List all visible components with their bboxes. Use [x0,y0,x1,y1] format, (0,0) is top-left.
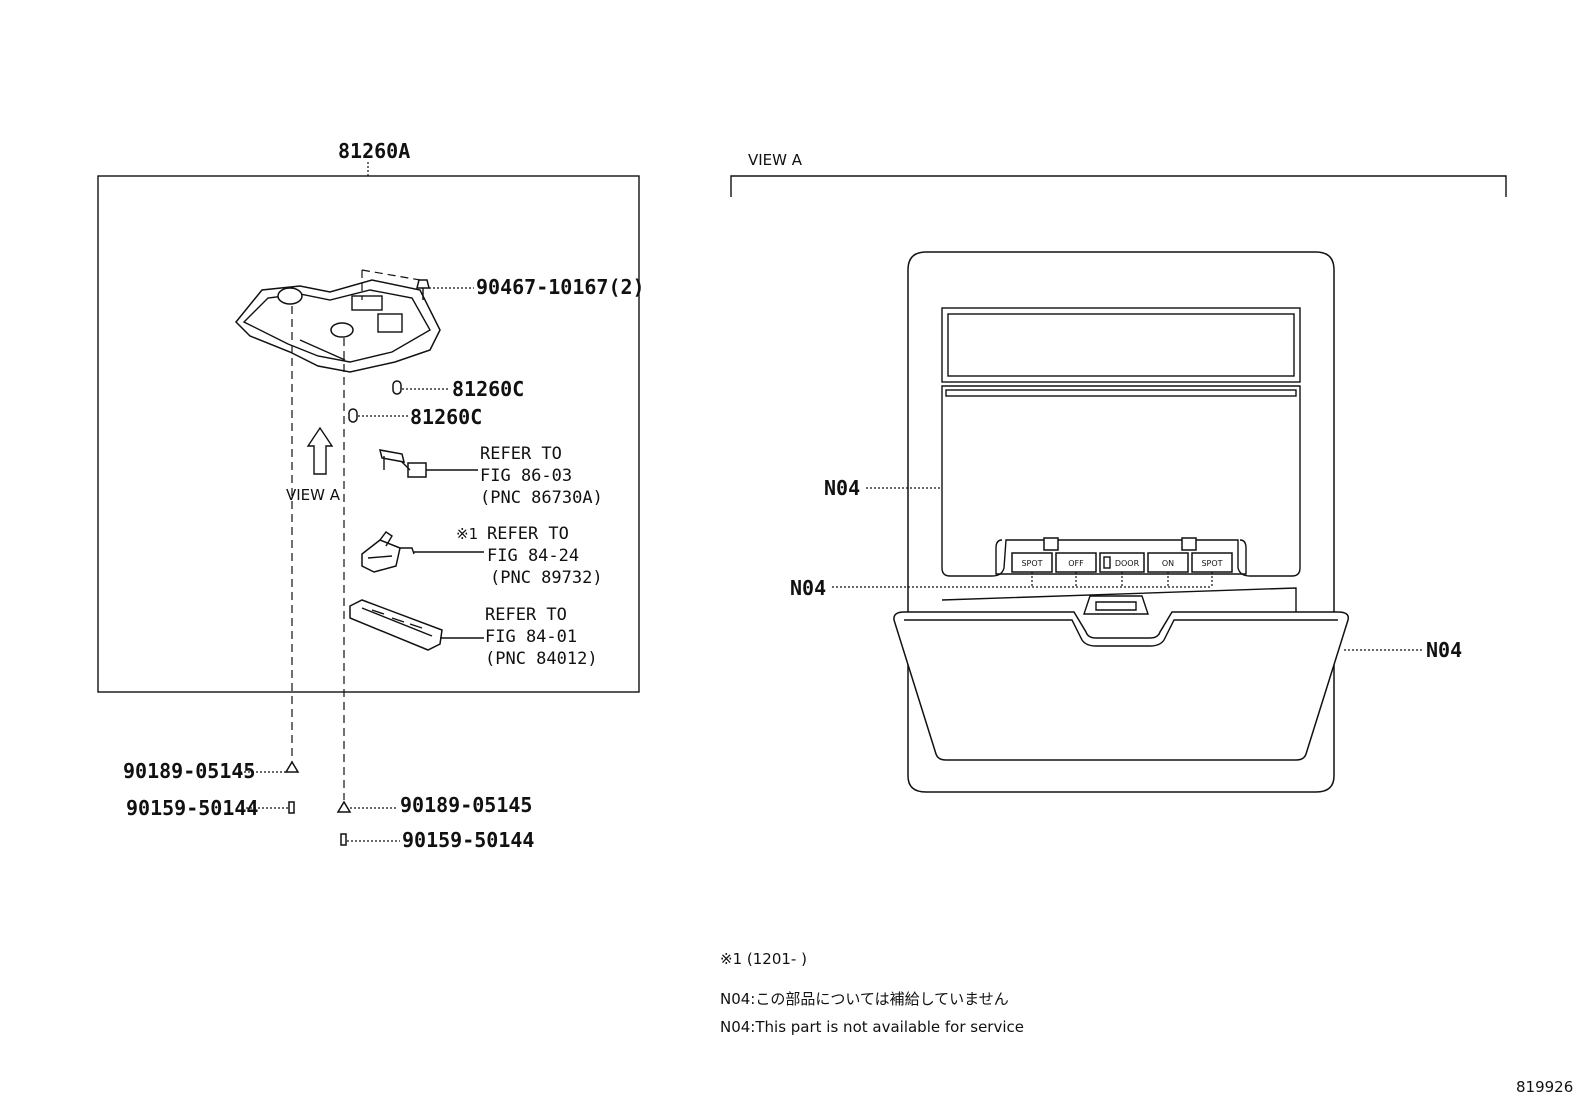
svg-text:DOOR: DOOR [1115,559,1140,568]
ref-3-line3: (PNC 84012) [485,649,598,669]
label-screw-top: 90467-10167(2) [476,275,645,299]
view-a-bracket [730,175,1507,197]
ref-1-line3: (PNC 86730A) [480,488,603,508]
button-spot-left: SPOT [1011,552,1053,573]
label-clip-right: 90189-05145 [400,793,532,817]
ref-1-line2: FIG 86-03 [480,466,572,486]
clip-left-drawing [284,760,300,773]
bulb-2-drawing [348,408,358,423]
svg-text:SPOT: SPOT [1021,559,1042,568]
svg-text:OFF: OFF [1068,559,1084,568]
view-a-title: VIEW A [748,151,803,169]
ref-2-line3: (PNC 89732) [490,568,603,588]
console-drawing [893,251,1350,793]
note-english: N04:This part is not available for servi… [720,1018,1024,1036]
callout-n04-buttons: N04 [790,576,826,600]
label-screw-left: 90159-50144 [126,796,258,820]
label-view-arrow: VIEW A [286,486,341,504]
ref-2-mark: ※1 [456,525,478,543]
clip-right-drawing [336,800,352,813]
svg-text:SPOT: SPOT [1201,559,1222,568]
ref-2-line2: FIG 84-24 [487,546,579,566]
button-leader-ticks [1031,572,1213,587]
view-arrow-icon [306,426,334,475]
note-footnote: ※1 (1201- ) [720,950,807,968]
label-screw-right: 90159-50144 [402,828,534,852]
button-off: OFF [1055,552,1097,573]
indicator-left-icon [1043,537,1059,551]
map-lamp-housing-drawing [234,269,441,373]
screw-right-drawing [340,833,347,846]
callout-n04-lid: N04 [1426,638,1462,662]
ref-2-line1: REFER TO [487,524,569,544]
callout-n04-panel: N04 [824,476,860,500]
svg-text:ON: ON [1162,559,1174,568]
label-bulb-1: 81260C [452,377,524,401]
note-japanese: N04:この部品については補給していません [720,990,1009,1008]
switch-drawing [361,531,415,573]
button-spot-right: SPOT [1191,552,1233,573]
ref-3-line2: FIG 84-01 [485,627,577,647]
figure-id: 819926 [1516,1078,1573,1096]
label-bulb-2: 81260C [410,405,482,429]
bulb-1-drawing [392,380,402,395]
ref-1-line1: REFER TO [480,444,562,464]
label-main-part: 81260A [338,139,410,163]
screw-left-drawing [288,801,295,814]
label-clip-left: 90189-05145 [123,759,255,783]
button-door: DOOR [1099,552,1145,573]
button-on: ON [1147,552,1189,573]
indicator-right-icon [1181,537,1197,551]
assembly-frame [97,175,640,693]
connector-drawing [378,449,427,478]
switch-panel-drawing [349,599,443,651]
ref-3-line1: REFER TO [485,605,567,625]
